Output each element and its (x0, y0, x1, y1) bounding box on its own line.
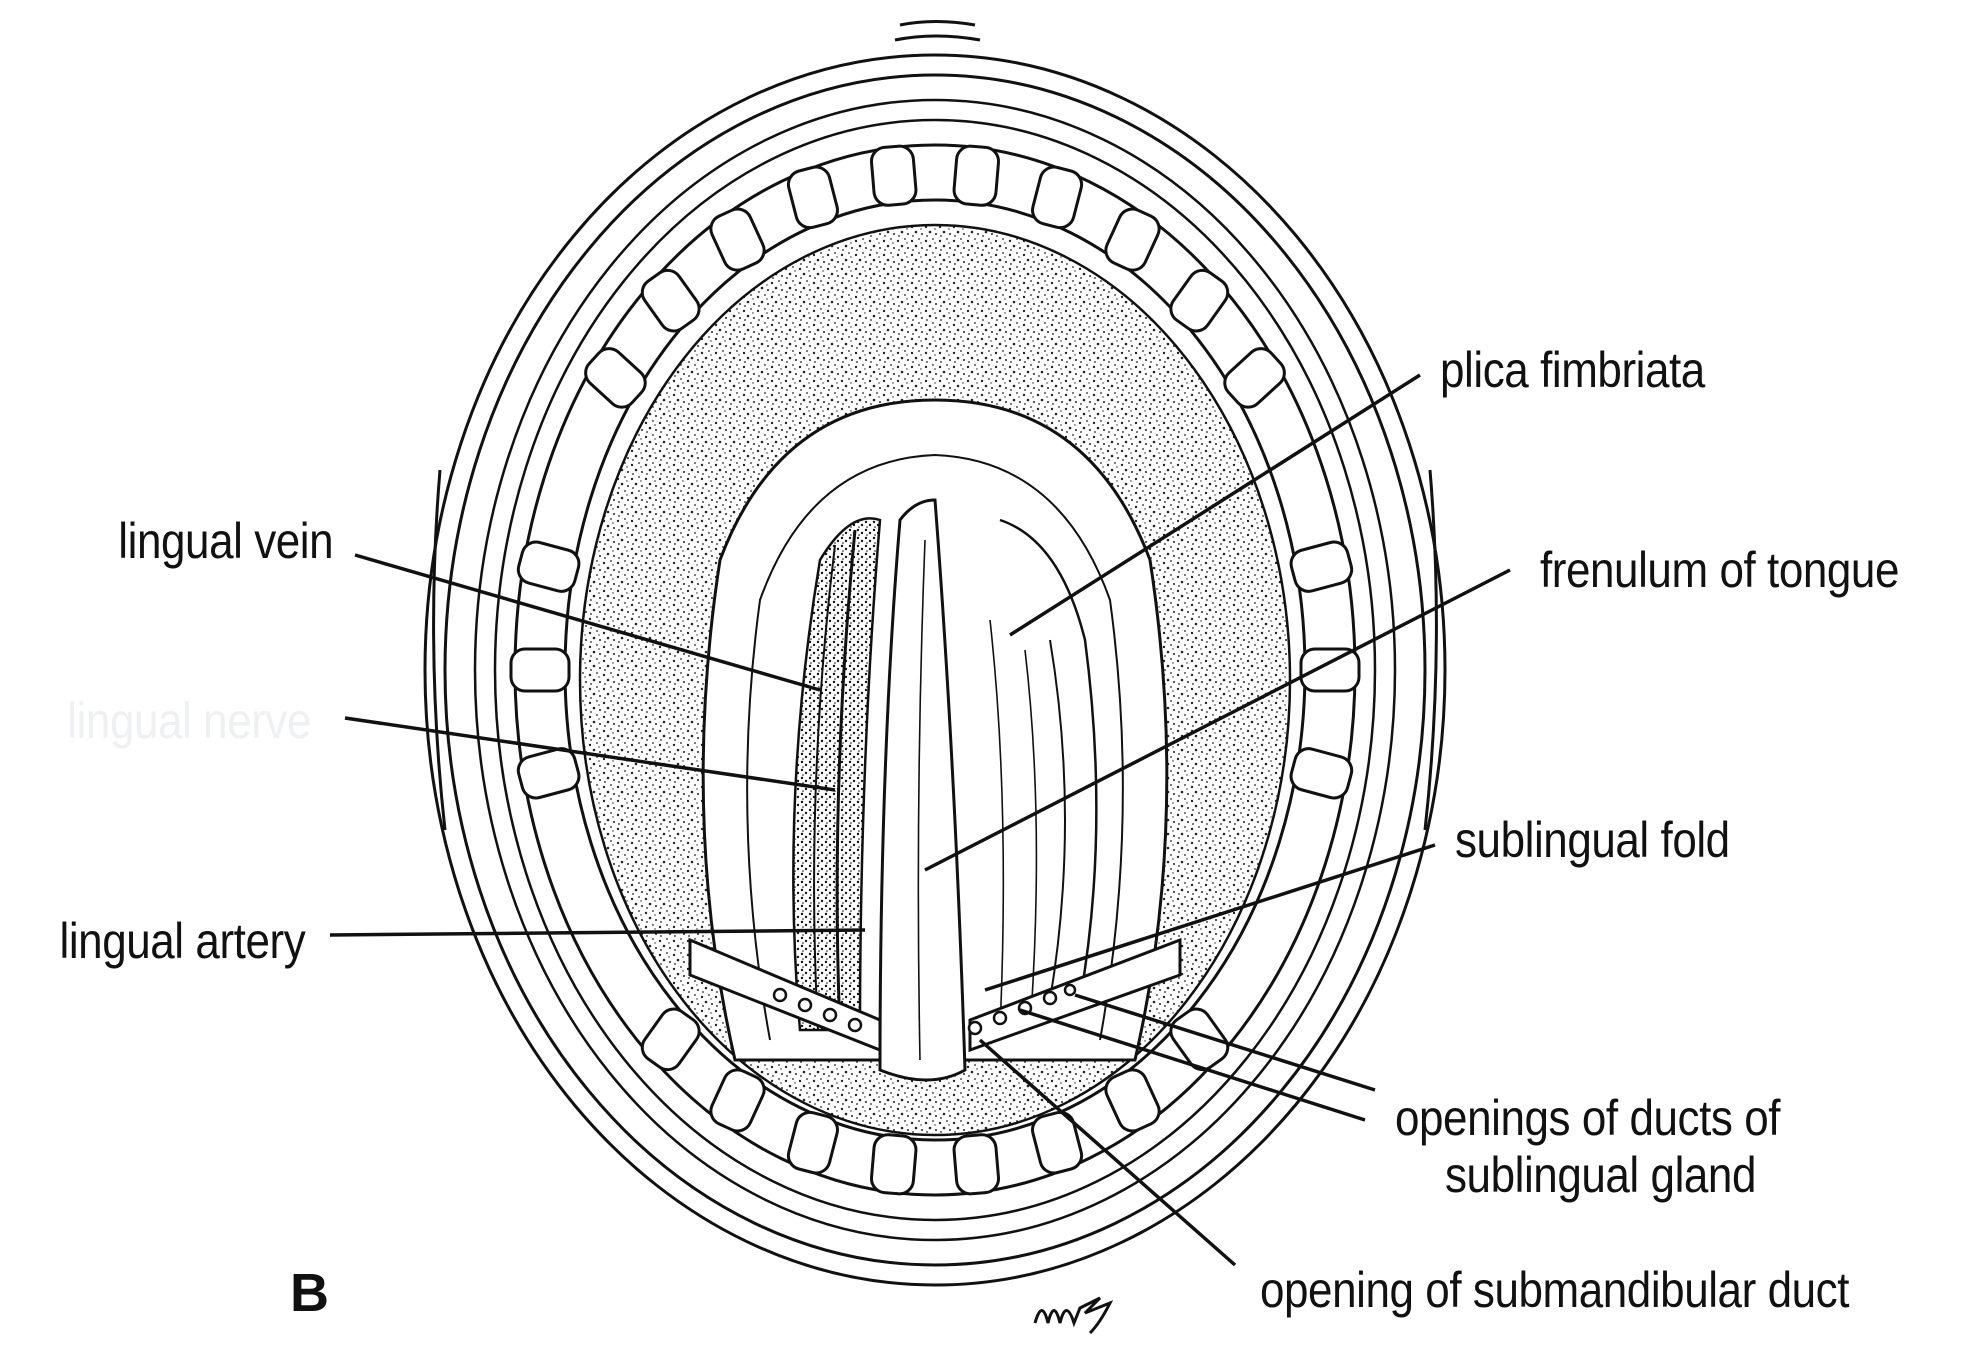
label-sublingual-fold: sublingual fold (1455, 812, 1730, 868)
tooth (1299, 647, 1361, 693)
tooth (1169, 268, 1230, 333)
label-openings-of-ducts-line1: openings of ducts of (1395, 1090, 1781, 1146)
tooth (1169, 1007, 1230, 1072)
leader-opening-submandibular (978, 1038, 1237, 1267)
panel-letter: B (290, 1263, 329, 1323)
tooth (709, 207, 766, 272)
lip-ring (473, 98, 1397, 1242)
label-openings-of-ducts-line2: sublingual gland (1445, 1147, 1756, 1203)
tooth (786, 165, 839, 230)
teeth (509, 144, 1361, 1196)
tooth (952, 144, 1001, 207)
tooth (709, 1068, 766, 1133)
tooth (1104, 207, 1161, 272)
label-frenulum-of-tongue: frenulum of tongue (1540, 542, 1899, 598)
duct-openings (772, 983, 1077, 1036)
tooth (516, 747, 581, 800)
leader-plica-fimbriata (1009, 373, 1421, 637)
label-plica-fimbriata: plica fimbriata (1440, 342, 1705, 398)
tooth (869, 1133, 918, 1196)
label-lingual-vein: lingual vein (118, 513, 333, 569)
tooth (1104, 1068, 1161, 1133)
leader-openings-sublingual-a (1074, 993, 1376, 1092)
tooth (786, 1110, 839, 1175)
tooth (1031, 165, 1084, 230)
tongue-underside (701, 398, 1169, 1082)
leader-lingual-vein (354, 553, 821, 692)
leader-lines (329, 373, 1511, 1267)
tooth (1289, 747, 1354, 800)
tooth (1289, 540, 1354, 593)
leader-lingual-artery (329, 928, 866, 937)
tooth (640, 268, 701, 333)
tooth (869, 144, 918, 207)
label-lingual-artery: lingual artery (59, 913, 305, 969)
label-opening-of-submandibular-duct: opening of submandibular duct (1260, 1262, 1850, 1318)
tooth (509, 647, 571, 693)
outer-lip-outline (423, 20, 1447, 1287)
tooth (1223, 347, 1286, 409)
label-lingual-nerve: lingual nerve (67, 693, 311, 749)
tooth (952, 1133, 1001, 1196)
leader-sublingual-fold (984, 843, 1436, 992)
leader-lingual-nerve (344, 716, 836, 792)
tooth (1031, 1110, 1084, 1175)
leader-frenulum (924, 568, 1511, 872)
artist-signature (1033, 1296, 1114, 1335)
tooth (516, 540, 581, 593)
tooth (584, 347, 647, 409)
tooth (640, 1007, 701, 1072)
leader-openings-sublingual-b (1019, 1008, 1366, 1122)
